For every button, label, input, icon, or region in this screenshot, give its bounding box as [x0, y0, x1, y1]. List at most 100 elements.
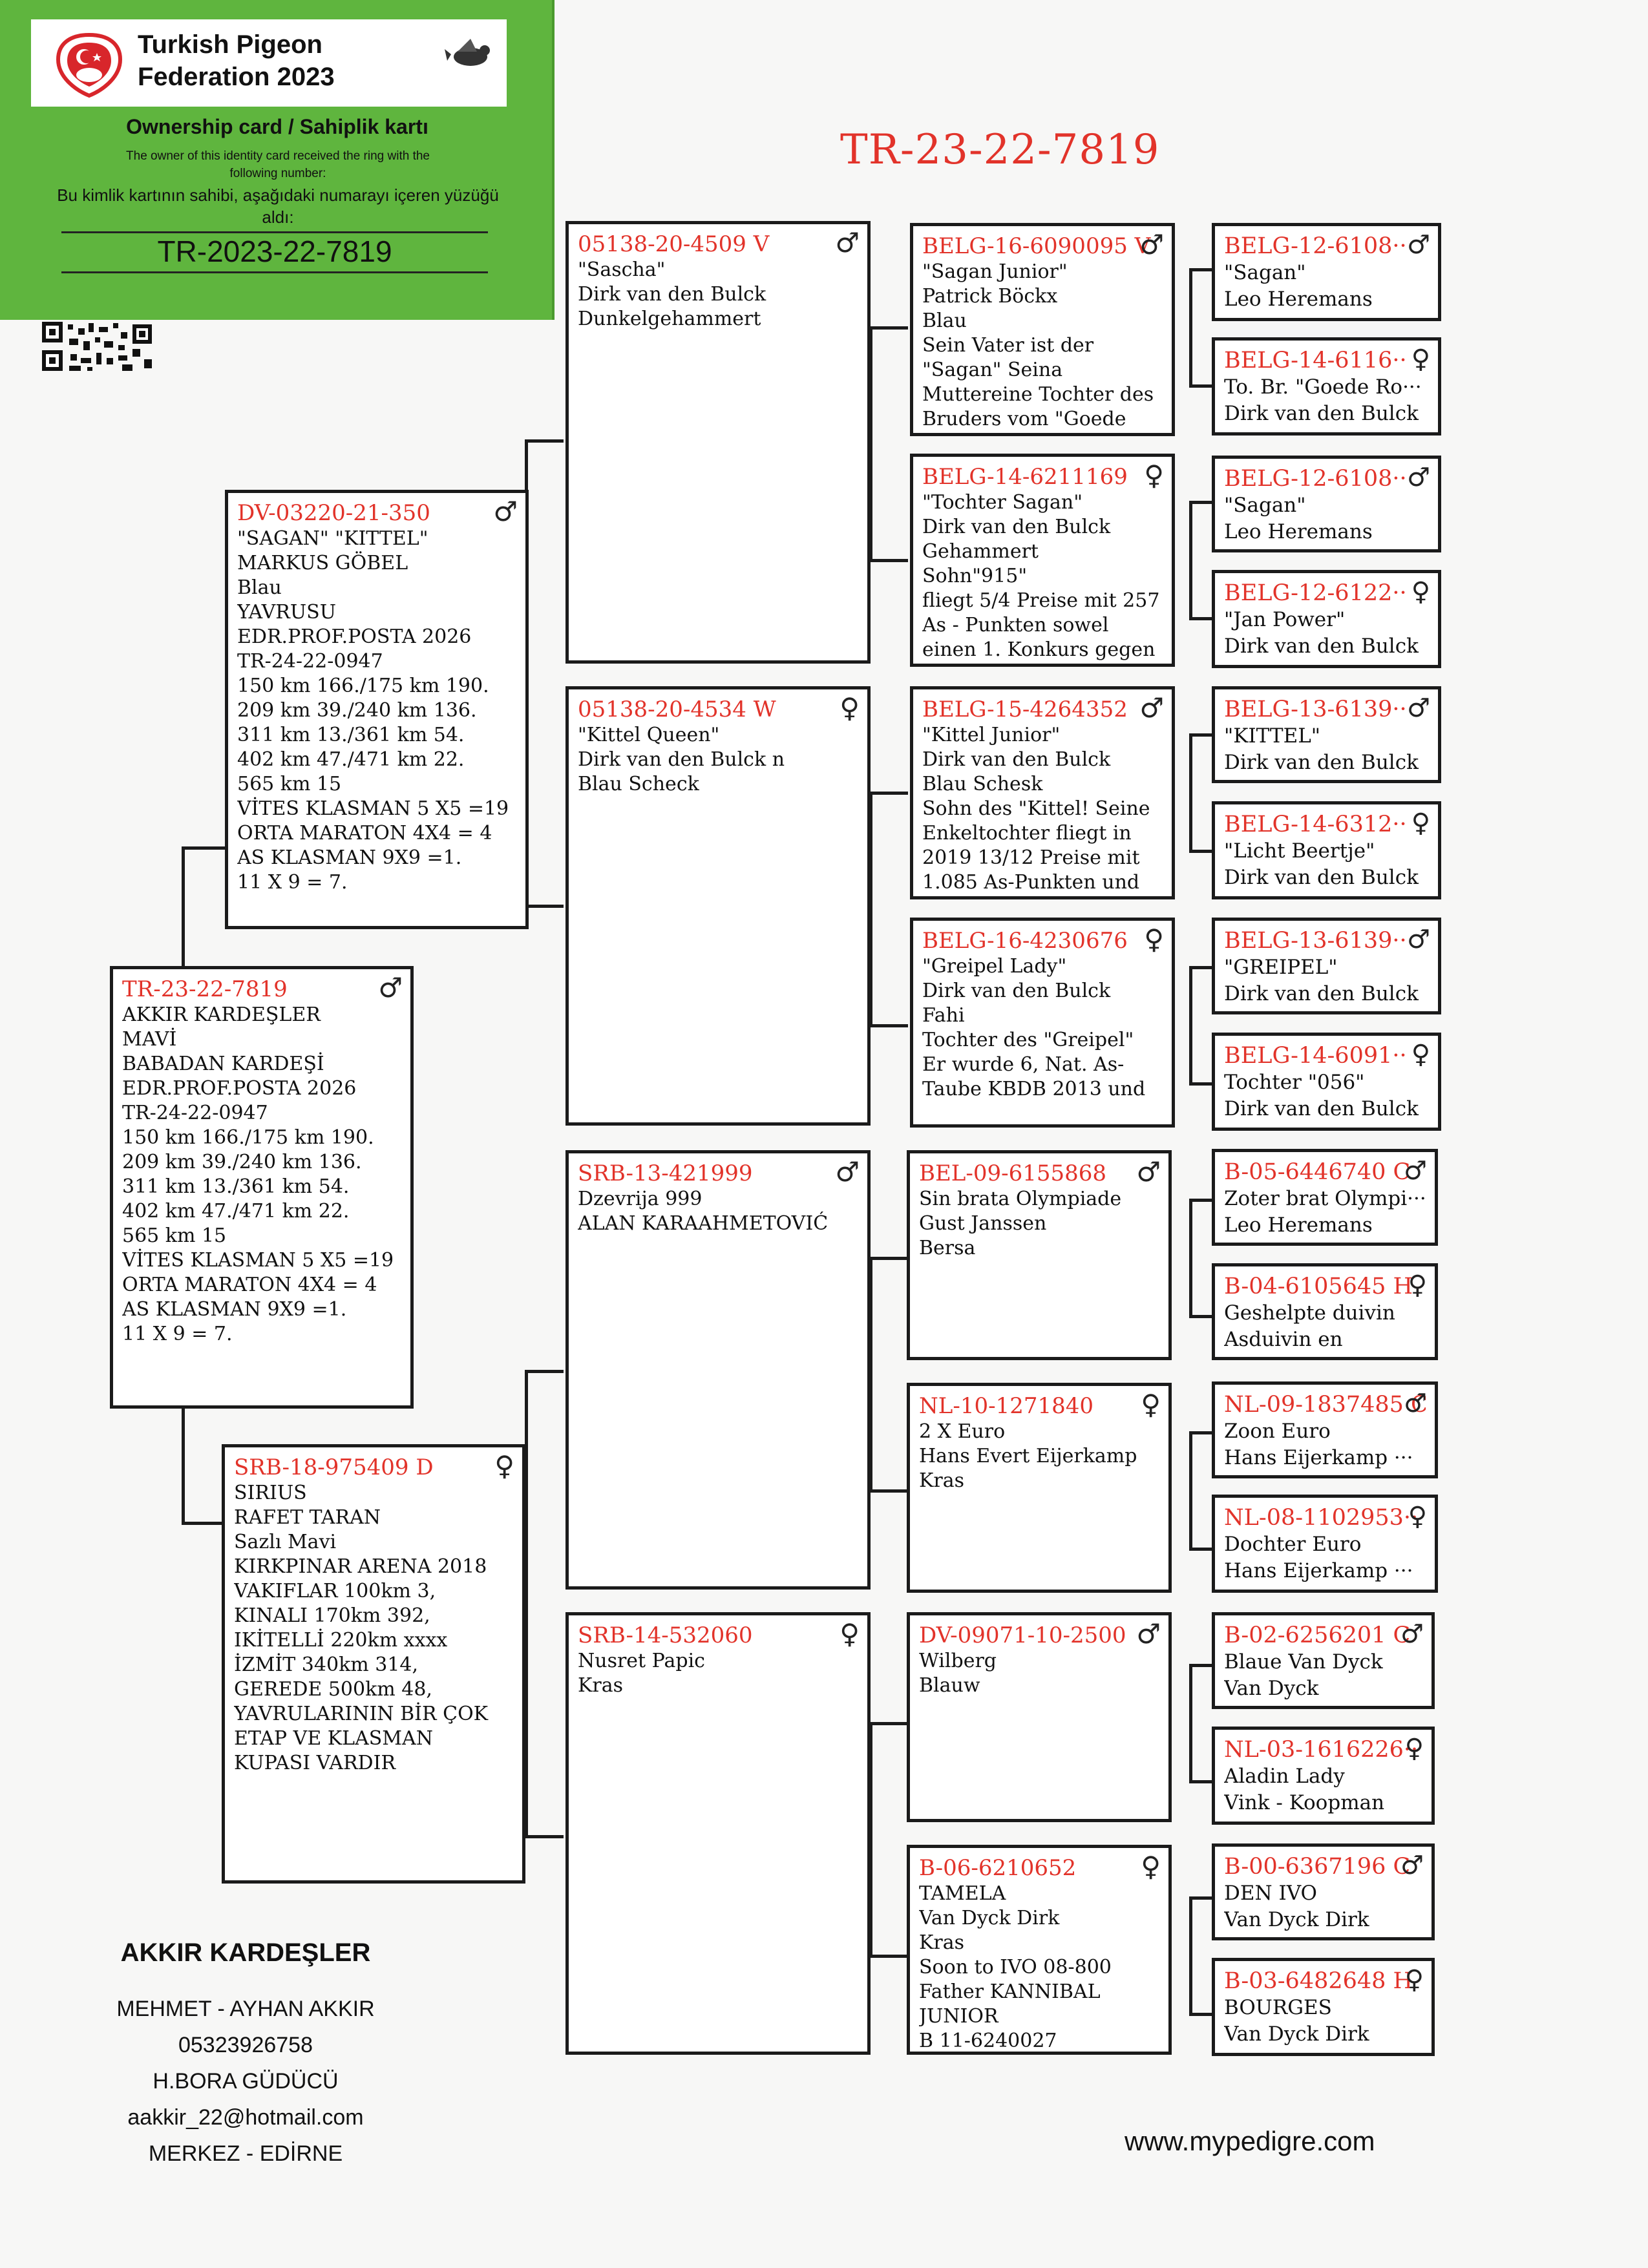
detail-line: MAVİ — [122, 1028, 177, 1051]
pedigree-box-g2: BELG-14-6116··♀To. Br. "Goede Ro···Dirk … — [1212, 337, 1441, 436]
ring-number: BELG-13-6139·· — [1224, 697, 1407, 722]
detail-line: Sin brata Olympiade — [919, 1188, 1122, 1210]
connector-line — [1189, 966, 1212, 969]
detail-line: Hans Eijerkamp ··· — [1224, 1559, 1413, 1582]
ring-number: BELG-14-6091·· — [1224, 1043, 1407, 1069]
ring-number: BELG-12-6108·· — [1224, 466, 1407, 492]
detail-line: Van Dyck Dirk — [919, 1907, 1060, 1929]
male-symbol-icon: ♂ — [1400, 1619, 1424, 1649]
male-symbol-icon: ♂ — [835, 1156, 860, 1188]
detail-line: "Kittel Queen" — [578, 724, 720, 746]
detail-line: TR-24-22-0947 — [237, 650, 383, 673]
detail-line: Dzevrija 999 — [578, 1188, 703, 1210]
detail-line: EDR.PROF.POSTA 2026 — [237, 625, 472, 648]
detail-line: Patrick Böckx — [922, 285, 1058, 308]
female-symbol-icon: ♀ — [1411, 577, 1430, 607]
connector-line — [869, 1024, 908, 1027]
detail-line: Dochter Euro — [1224, 1533, 1362, 1556]
detail-line: Zoter brat Olympi··· — [1224, 1187, 1426, 1210]
ring-number: NL-09-1837485 C — [1224, 1392, 1426, 1418]
detail-line: GEREDE 500km 48, — [234, 1678, 432, 1701]
connector-line — [869, 326, 908, 330]
detail-line: KIRKPINAR ARENA 2018 — [234, 1555, 487, 1578]
breeder-contact: H.BORA GÜDÜCÜ — [153, 2069, 339, 2094]
pedigree-box-g8: BELG-14-6091··♀Tochter "056"Dirk van den… — [1212, 1033, 1441, 1131]
detail-line: Dirk van den Bulck — [1224, 635, 1419, 658]
detail-line: Kras — [919, 1469, 965, 1492]
detail-line: "Kittel Junior" — [922, 724, 1061, 746]
detail-line: 402 km 47./471 km 22. — [122, 1200, 350, 1223]
detail-line: ALAN KARAAHMETOVIĆ — [578, 1212, 829, 1235]
male-symbol-icon: ♂ — [378, 972, 403, 1003]
connector-line — [1189, 2013, 1212, 2016]
ring-number: B-03-6482648 H — [1224, 1968, 1413, 1994]
detail-line: 565 km 15 — [122, 1224, 227, 1247]
detail-line: To. Br. "Goede Ro··· — [1224, 375, 1422, 399]
breeder-info: AKKIR KARDEŞLER MEHMET - AYHAN AKKIR 053… — [65, 1938, 427, 2172]
detail-line: 11 X 9 = 7. — [122, 1323, 233, 1345]
ring-number: BELG-12-6108·· — [1224, 233, 1407, 259]
detail-line: Van Dyck Dirk — [1224, 1908, 1369, 1931]
connector-line — [1189, 1548, 1212, 1551]
detail-line: AS KLASMAN 9X9 =1. — [237, 846, 462, 869]
connector-line — [1189, 384, 1212, 388]
connector-line — [1189, 1431, 1192, 1551]
bird-details: Tochter "056"Dirk van den Bulck — [1224, 1069, 1429, 1122]
female-symbol-icon: ♀ — [1408, 1270, 1427, 1300]
detail-line: einen 1. Konkurs gegen — [922, 638, 1156, 661]
connector-line — [869, 1257, 872, 1493]
detail-line: 311 km 13./361 km 54. — [237, 724, 465, 746]
detail-line: "Sagan" — [1224, 261, 1306, 284]
detail-line: KUPASI VARDIR — [234, 1752, 396, 1774]
detail-line: 150 km 166./175 km 190. — [237, 675, 489, 697]
female-symbol-icon: ♀ — [1141, 1851, 1161, 1882]
detail-line: Dirk van den Bulck — [1224, 982, 1419, 1005]
male-symbol-icon: ♂ — [1139, 229, 1164, 260]
detail-line: Dirk van den Bulck — [1224, 402, 1419, 425]
pedigree-box-ss: 05138-20-4509 V♂"Sascha"Dirk van den Bul… — [565, 221, 871, 664]
male-symbol-icon: ♂ — [1404, 1156, 1427, 1186]
female-symbol-icon: ♀ — [1411, 1040, 1430, 1069]
ownership-card: Turkish Pigeon Federation 2023 Ownership… — [0, 0, 555, 320]
bird-details: "KITTEL"Dirk van den Bulck — [1224, 723, 1429, 776]
ring-number: NL-08-1102953·· — [1224, 1505, 1419, 1531]
detail-line: KINALI 170km 392, — [234, 1604, 430, 1627]
detail-line: "Sagan" — [1224, 494, 1306, 517]
breeder-name: AKKIR KARDEŞLER — [120, 1938, 371, 1967]
ring-number: NL-03-1616226·· — [1224, 1737, 1419, 1763]
detail-line: Sohn"915" — [922, 565, 1028, 587]
detail-line: Tochter "056" — [1224, 1071, 1365, 1094]
pedigree-box-g3: BELG-12-6108··♂"Sagan"Leo Heremans — [1212, 456, 1441, 552]
detail-line: DEN IVO — [1224, 1882, 1317, 1905]
detail-line: Hans Eijerkamp ··· — [1224, 1446, 1413, 1469]
male-symbol-icon: ♂ — [1407, 925, 1430, 954]
pedigree-box-g6: BELG-14-6312··♀"Licht Beertje"Dirk van d… — [1212, 801, 1441, 899]
connector-line — [869, 326, 872, 562]
connector-line — [525, 1370, 564, 1373]
tgf-logo-icon — [56, 32, 123, 98]
male-symbol-icon: ♂ — [835, 227, 860, 258]
connector-line — [869, 1257, 908, 1260]
connector-line — [1189, 966, 1192, 1086]
ring-number: TR-23-22-7819 — [122, 976, 288, 1002]
connector-line — [1189, 1431, 1212, 1434]
detail-line: Dirk van den Bulck — [578, 283, 766, 306]
connector-line — [869, 1722, 908, 1725]
detail-line: AKKIR KARDEŞLER — [122, 1003, 321, 1026]
card-rule-top — [61, 231, 488, 233]
detail-line: 311 km 13./361 km 54. — [122, 1175, 350, 1198]
detail-line: 402 km 47./471 km 22. — [237, 748, 465, 771]
detail-line: fliegt 5/4 Preise mit 257 — [922, 589, 1160, 612]
detail-line: "Jan Power" — [1224, 608, 1346, 631]
ring-number: DV-09071-10-2500 — [919, 1622, 1126, 1648]
